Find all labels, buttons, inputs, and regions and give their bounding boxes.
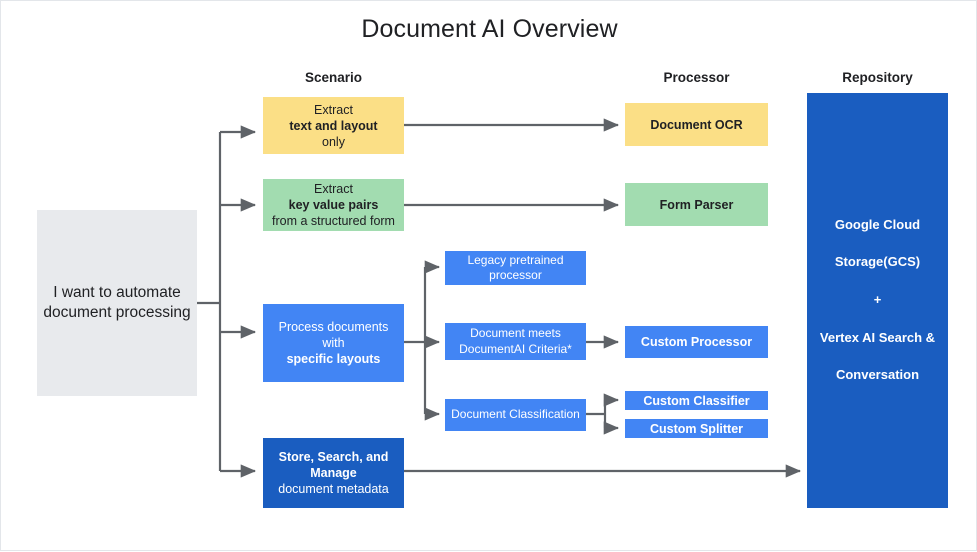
node-document-meets-criteria[interactable]: Document meets DocumentAI Criteria* xyxy=(445,323,586,360)
start-node-label: I want to automate document processing xyxy=(43,284,191,321)
processor-document-ocr[interactable]: Document OCR xyxy=(625,103,768,146)
repository-line-3: + xyxy=(873,292,882,308)
processor-custom-processor-label: Custom Processor xyxy=(640,335,753,349)
repository-node[interactable]: Google Cloud Storage(GCS) + Vertex AI Se… xyxy=(807,93,948,508)
processor-custom-classifier-label: Custom Classifier xyxy=(643,393,750,408)
processor-custom-processor[interactable]: Custom Processor xyxy=(625,326,768,358)
repository-line-5: Conversation xyxy=(835,367,920,383)
start-node[interactable]: I want to automate document processing xyxy=(37,210,197,396)
scenario-extract-key-value-label: Extract key value pairs from a structure… xyxy=(272,182,395,228)
page-title: Document AI Overview xyxy=(361,15,618,43)
column-header-processor: Processor xyxy=(663,70,730,85)
scenario-extract-text-layout-label: Extract text and layout only xyxy=(289,102,378,149)
processor-form-parser-label: Form Parser xyxy=(659,197,734,212)
repository-line-1: Google Cloud xyxy=(834,216,921,232)
column-header-repository: Repository xyxy=(842,70,913,85)
scenario-store-search-manage[interactable]: Store, Search, and Manage document metad… xyxy=(263,438,404,508)
scenario-store-search-manage-label: Store, Search, and Manage document metad… xyxy=(278,450,389,496)
node-legacy-pretrained-processor-label: Legacy pretrained processor xyxy=(467,252,564,282)
scenario-extract-key-value[interactable]: Extract key value pairs from a structure… xyxy=(263,179,404,231)
processor-custom-splitter-label: Custom Splitter xyxy=(649,421,744,436)
repository-label: Google Cloud Storage(GCS) + Vertex AI Se… xyxy=(820,216,935,386)
node-document-classification-label: Document Classification xyxy=(451,407,580,422)
processor-custom-classifier[interactable]: Custom Classifier xyxy=(625,391,768,410)
repository-line-2: Storage(GCS) xyxy=(834,254,921,270)
processor-form-parser[interactable]: Form Parser xyxy=(625,183,768,226)
column-header-scenario: Scenario xyxy=(304,70,363,85)
scenario-process-specific-layouts[interactable]: Process documents with specific layouts xyxy=(263,304,404,382)
repository-line-4: Vertex AI Search & xyxy=(819,329,936,345)
node-document-classification[interactable]: Document Classification xyxy=(445,399,586,431)
node-document-meets-criteria-label: Document meets DocumentAI Criteria* xyxy=(459,326,572,356)
processor-custom-splitter[interactable]: Custom Splitter xyxy=(625,419,768,438)
node-legacy-pretrained-processor[interactable]: Legacy pretrained processor xyxy=(445,251,586,285)
scenario-process-specific-layouts-label: Process documents with specific layouts xyxy=(278,320,389,366)
processor-document-ocr-label: Document OCR xyxy=(650,117,743,132)
scenario-extract-text-layout[interactable]: Extract text and layout only xyxy=(263,97,404,154)
